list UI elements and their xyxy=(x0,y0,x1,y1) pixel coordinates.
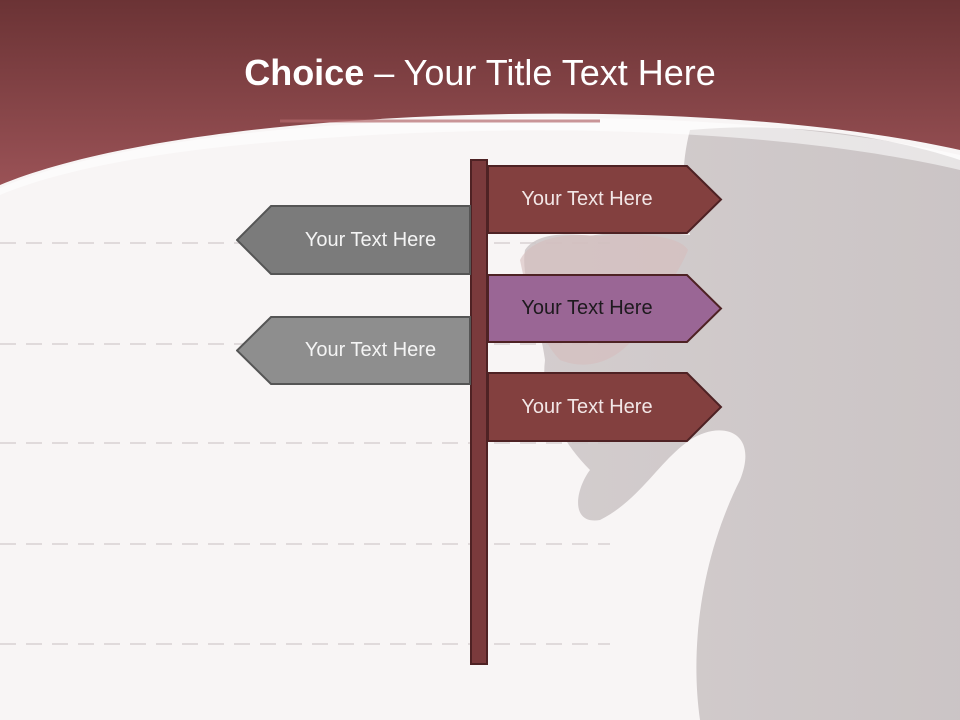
title-bold: Choice xyxy=(244,52,365,93)
sign-left-top-label: Your Text Here xyxy=(304,228,437,251)
slide-title: Choice – Your Title Text Here xyxy=(0,52,960,94)
sign-right-middle: Your Text Here xyxy=(487,274,723,343)
header-curve-highlight xyxy=(0,117,960,195)
sign-right-bottom-label: Your Text Here xyxy=(521,395,653,418)
sign-right-top: Your Text Here xyxy=(487,165,723,234)
sign-left-bottom: Your Text Here xyxy=(236,316,471,385)
sign-right-top-label: Your Text Here xyxy=(521,188,653,210)
signpost-pole xyxy=(470,159,488,665)
arrow-right-shape xyxy=(487,372,723,442)
title-rest: – Your Title Text Here xyxy=(364,52,716,93)
sign-right-middle-label: Your Text Here xyxy=(521,297,653,319)
sign-left-bottom-label: Your Text Here xyxy=(304,339,437,361)
arrow-right-shape xyxy=(487,274,723,343)
arrow-right-shape xyxy=(487,165,723,234)
dashed-lines xyxy=(0,242,610,645)
header-band xyxy=(0,0,960,185)
arrow-left-shape xyxy=(236,205,471,275)
arrow-left-shape xyxy=(236,316,471,385)
sign-right-bottom: Your Text Here xyxy=(487,372,723,442)
sign-left-top: Your Text Here xyxy=(236,205,471,275)
